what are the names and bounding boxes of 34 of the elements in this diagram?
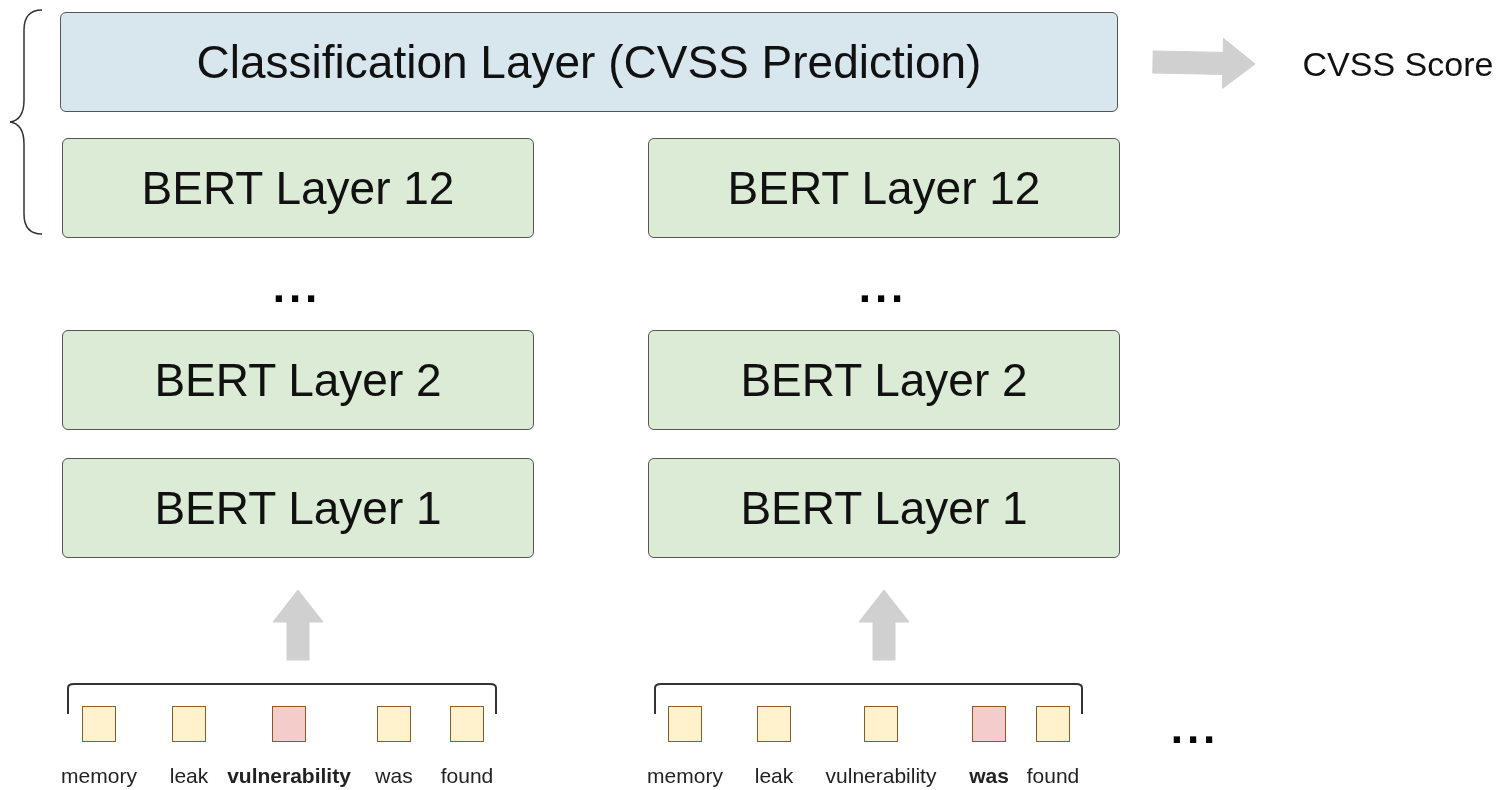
token-word: memory bbox=[647, 764, 723, 788]
token-square bbox=[82, 706, 116, 742]
classification-layer-box: Classification Layer (CVSS Prediction) bbox=[60, 12, 1118, 112]
arrow bbox=[1152, 37, 1256, 89]
bert-layer-box: BERT Layer 2 bbox=[648, 330, 1120, 430]
arrow bbox=[858, 589, 910, 661]
token-word: vulnerability bbox=[825, 764, 937, 788]
token-word: leak bbox=[169, 764, 209, 788]
token-word: leak bbox=[754, 764, 794, 788]
bert-layer-box: BERT Layer 12 bbox=[648, 138, 1120, 238]
highlighted-token-square bbox=[272, 706, 306, 742]
output-label: CVSS Score bbox=[1302, 44, 1494, 84]
bert-layer-box: BERT Layer 1 bbox=[648, 458, 1120, 558]
token-word: memory bbox=[61, 764, 137, 788]
token-word: found bbox=[440, 764, 494, 788]
token-square bbox=[757, 706, 791, 742]
ellipsis: ... bbox=[858, 262, 908, 312]
bert-layer-box: BERT Layer 12 bbox=[62, 138, 534, 238]
token-word: found bbox=[1026, 764, 1080, 788]
bert-layer-box: BERT Layer 1 bbox=[62, 458, 534, 558]
token-word: vulnerability bbox=[227, 764, 351, 788]
token-word: was bbox=[375, 764, 413, 788]
arrow bbox=[272, 589, 324, 661]
ellipsis: ... bbox=[272, 262, 322, 312]
token-square bbox=[668, 706, 702, 742]
bert-layer-box: BERT Layer 2 bbox=[62, 330, 534, 430]
token-square bbox=[1036, 706, 1070, 742]
token-square bbox=[864, 706, 898, 742]
highlighted-token-square bbox=[972, 706, 1006, 742]
token-word: was bbox=[969, 764, 1009, 788]
ellipsis: ... bbox=[1170, 703, 1220, 753]
token-square bbox=[377, 706, 411, 742]
token-square bbox=[172, 706, 206, 742]
token-square bbox=[450, 706, 484, 742]
